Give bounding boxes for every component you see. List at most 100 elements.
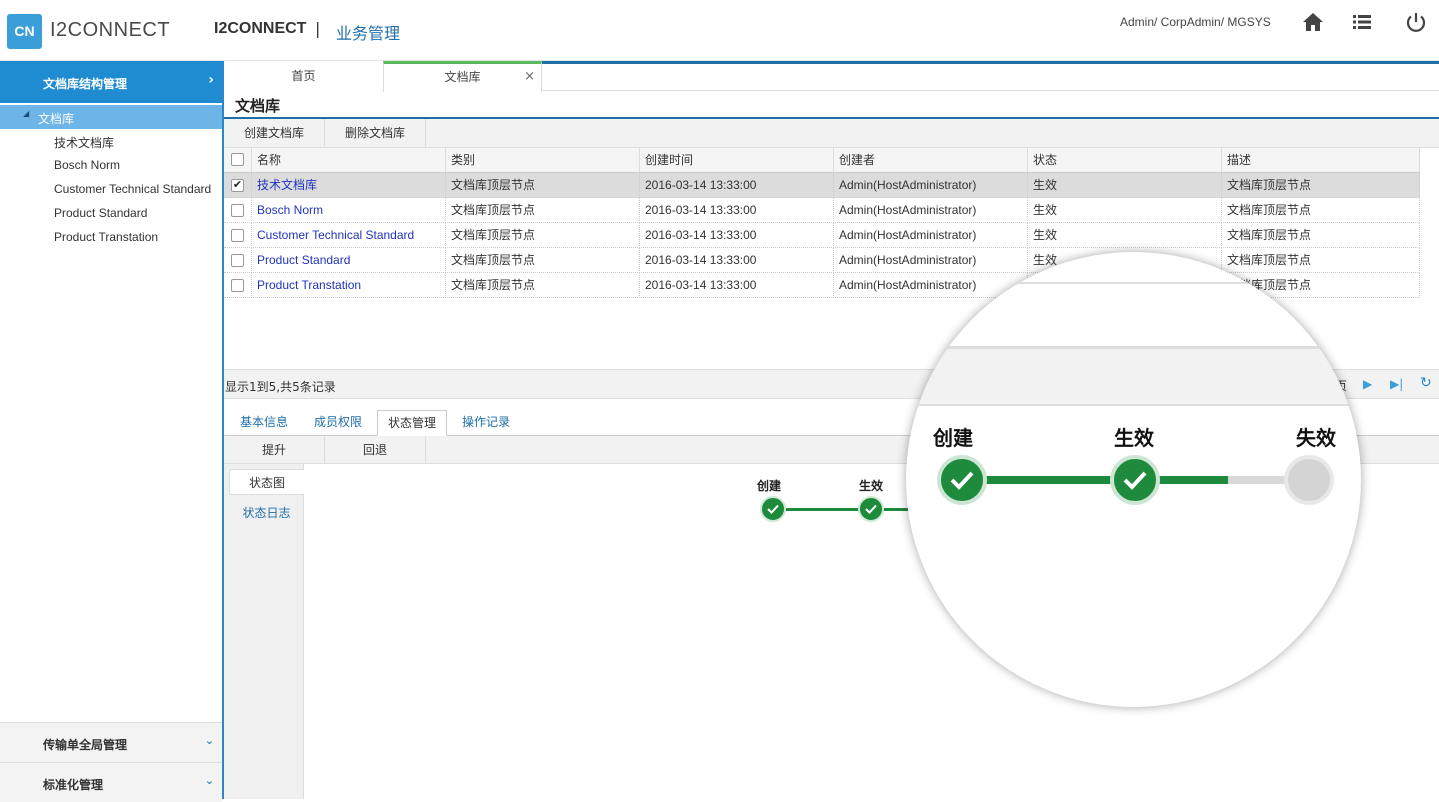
tree-node[interactable]: Customer Technical Standard — [54, 182, 212, 196]
cell-created: 2016-03-14 13:33:00 — [640, 273, 834, 298]
power-icon[interactable] — [1404, 10, 1428, 34]
sidebar-section-library-structure[interactable]: 文档库结构管理 › — [0, 61, 222, 103]
select-all-checkbox[interactable] — [231, 153, 244, 166]
tree-node[interactable]: Product Transtation — [54, 230, 159, 244]
chevron-down-icon: ⌄ — [204, 734, 214, 747]
row-checkbox[interactable] — [231, 204, 244, 217]
module-link[interactable]: 业务管理 — [336, 24, 401, 43]
zoom-pending-line — [1228, 476, 1308, 484]
divider — [224, 117, 1439, 119]
tab-basic-info[interactable]: 基本信息 — [239, 415, 288, 429]
status-node-created — [760, 496, 786, 522]
app-header: CN I2CONNECT I2CONNECT | 业务管理 Admin/ Cor… — [0, 0, 1439, 61]
column-header-creator[interactable]: 创建者 — [834, 148, 1028, 173]
status-view-tabs: 状态图 状态日志 — [224, 464, 304, 799]
cell-name[interactable]: Product Transtation — [252, 273, 446, 298]
cell-type: 文档库顶层节点 — [446, 173, 640, 198]
rollback-button[interactable]: 回退 — [325, 436, 426, 464]
check-icon — [950, 471, 974, 490]
close-icon[interactable]: × — [524, 69, 535, 84]
app-name: I2CONNECT — [214, 20, 307, 37]
next-page-icon[interactable]: ▶ — [1363, 377, 1373, 391]
sidebar: 文档库结构管理 › ◢ 文档库 技术文档库 Bosch Norm Custome… — [0, 61, 224, 802]
row-checkbox[interactable] — [231, 279, 244, 292]
tab-label: 文档库 — [444, 70, 481, 84]
create-library-button[interactable]: 创建文档库 — [224, 119, 325, 147]
tree-expand-icon[interactable]: ◢ — [23, 109, 30, 118]
cell-type: 文档库顶层节点 — [446, 223, 640, 248]
sidebar-section-title: 文档库结构管理 — [43, 77, 128, 91]
row-checkbox-cell — [224, 273, 252, 298]
chevron-down-icon: ⌄ — [204, 774, 214, 787]
cell-name[interactable]: Bosch Norm — [252, 198, 446, 223]
cell-name[interactable]: 技术文档库 — [252, 173, 446, 198]
zoom-status-label-created: 创建 — [933, 426, 973, 450]
tree-node-root[interactable]: ◢ 文档库 — [0, 105, 222, 129]
tab-home[interactable]: 首页 — [224, 61, 384, 92]
zoom-magnifier: 创建 生效 失效 — [906, 252, 1361, 707]
row-checkbox[interactable]: ✔ — [231, 179, 244, 192]
logo-text: I2CONNECT — [50, 19, 171, 41]
header-separator: | — [315, 19, 321, 38]
cell-created: 2016-03-14 13:33:00 — [640, 223, 834, 248]
row-checkbox-cell: ✔ — [224, 173, 252, 198]
tree-node[interactable]: 技术文档库 — [54, 136, 115, 150]
cell-creator: Admin(HostAdministrator) — [834, 173, 1028, 198]
status-node-active — [858, 496, 884, 522]
header-checkbox-cell — [224, 148, 252, 173]
zoom-progress-line — [961, 476, 1231, 484]
row-checkbox-cell — [224, 248, 252, 273]
sidebar-section-standard[interactable]: 标准化管理 ⌄ — [0, 762, 222, 802]
cell-description: 文档库顶层节点 — [1222, 223, 1420, 248]
tree-node[interactable]: Product Standard — [54, 206, 148, 220]
cell-description: 文档库顶层节点 — [1222, 198, 1420, 223]
column-header-description[interactable]: 描述 — [1222, 148, 1420, 173]
cell-status: 生效 — [1028, 223, 1222, 248]
tab-member-permissions[interactable]: 成员权限 — [313, 415, 362, 429]
zoom-status-label-inactive: 失效 — [1296, 426, 1336, 450]
row-checkbox[interactable] — [231, 229, 244, 242]
cell-created: 2016-03-14 13:33:00 — [640, 248, 834, 273]
cell-description: 文档库顶层节点 — [1222, 173, 1420, 198]
cell-type: 文档库顶层节点 — [446, 248, 640, 273]
tab-bar: 首页 文档库 × — [224, 61, 1439, 92]
sidebar-section-transfer[interactable]: 传输单全局管理 ⌄ — [0, 722, 222, 762]
cell-creator: Admin(HostAdministrator) — [834, 273, 1028, 298]
check-icon — [767, 504, 779, 514]
status-label-active: 生效 — [859, 479, 884, 493]
list-icon[interactable] — [1350, 10, 1374, 34]
column-header-status[interactable]: 状态 — [1028, 148, 1222, 173]
tree-node-label: 文档库 — [38, 112, 75, 126]
pager-summary: 显示1到5,共5条记录 — [225, 380, 336, 394]
column-header-created[interactable]: 创建时间 — [640, 148, 834, 173]
zoom-status-node-inactive — [1284, 455, 1334, 505]
last-page-icon[interactable]: ▶| — [1390, 377, 1404, 391]
promote-button[interactable]: 提升 — [224, 436, 325, 464]
tab-status-management[interactable]: 状态管理 — [377, 410, 447, 436]
tab-library[interactable]: 文档库 × — [383, 61, 542, 92]
column-header-type[interactable]: 类别 — [446, 148, 640, 173]
home-icon[interactable] — [1301, 10, 1325, 34]
tab-status-diagram[interactable]: 状态图 — [229, 469, 304, 495]
toolbar: 创建文档库 删除文档库 — [224, 119, 1439, 148]
cell-status: 生效 — [1028, 248, 1222, 273]
tab-status-log[interactable]: 状态日志 — [242, 506, 291, 520]
cell-created: 2016-03-14 13:33:00 — [640, 173, 834, 198]
zoom-status-node-active — [1110, 455, 1160, 505]
cell-name[interactable]: Product Standard — [252, 248, 446, 273]
tab-operation-log[interactable]: 操作记录 — [461, 415, 510, 429]
column-header-name[interactable]: 名称 — [252, 148, 446, 173]
cell-created: 2016-03-14 13:33:00 — [640, 198, 834, 223]
cell-name[interactable]: Customer Technical Standard — [252, 223, 446, 248]
cell-type: 文档库顶层节点 — [446, 273, 640, 298]
refresh-icon[interactable]: ↻ — [1420, 375, 1432, 391]
row-checkbox[interactable] — [231, 254, 244, 267]
tree-node[interactable]: Bosch Norm — [54, 158, 121, 172]
sidebar-section-title: 传输单全局管理 — [43, 738, 128, 752]
delete-library-button[interactable]: 删除文档库 — [325, 119, 426, 147]
